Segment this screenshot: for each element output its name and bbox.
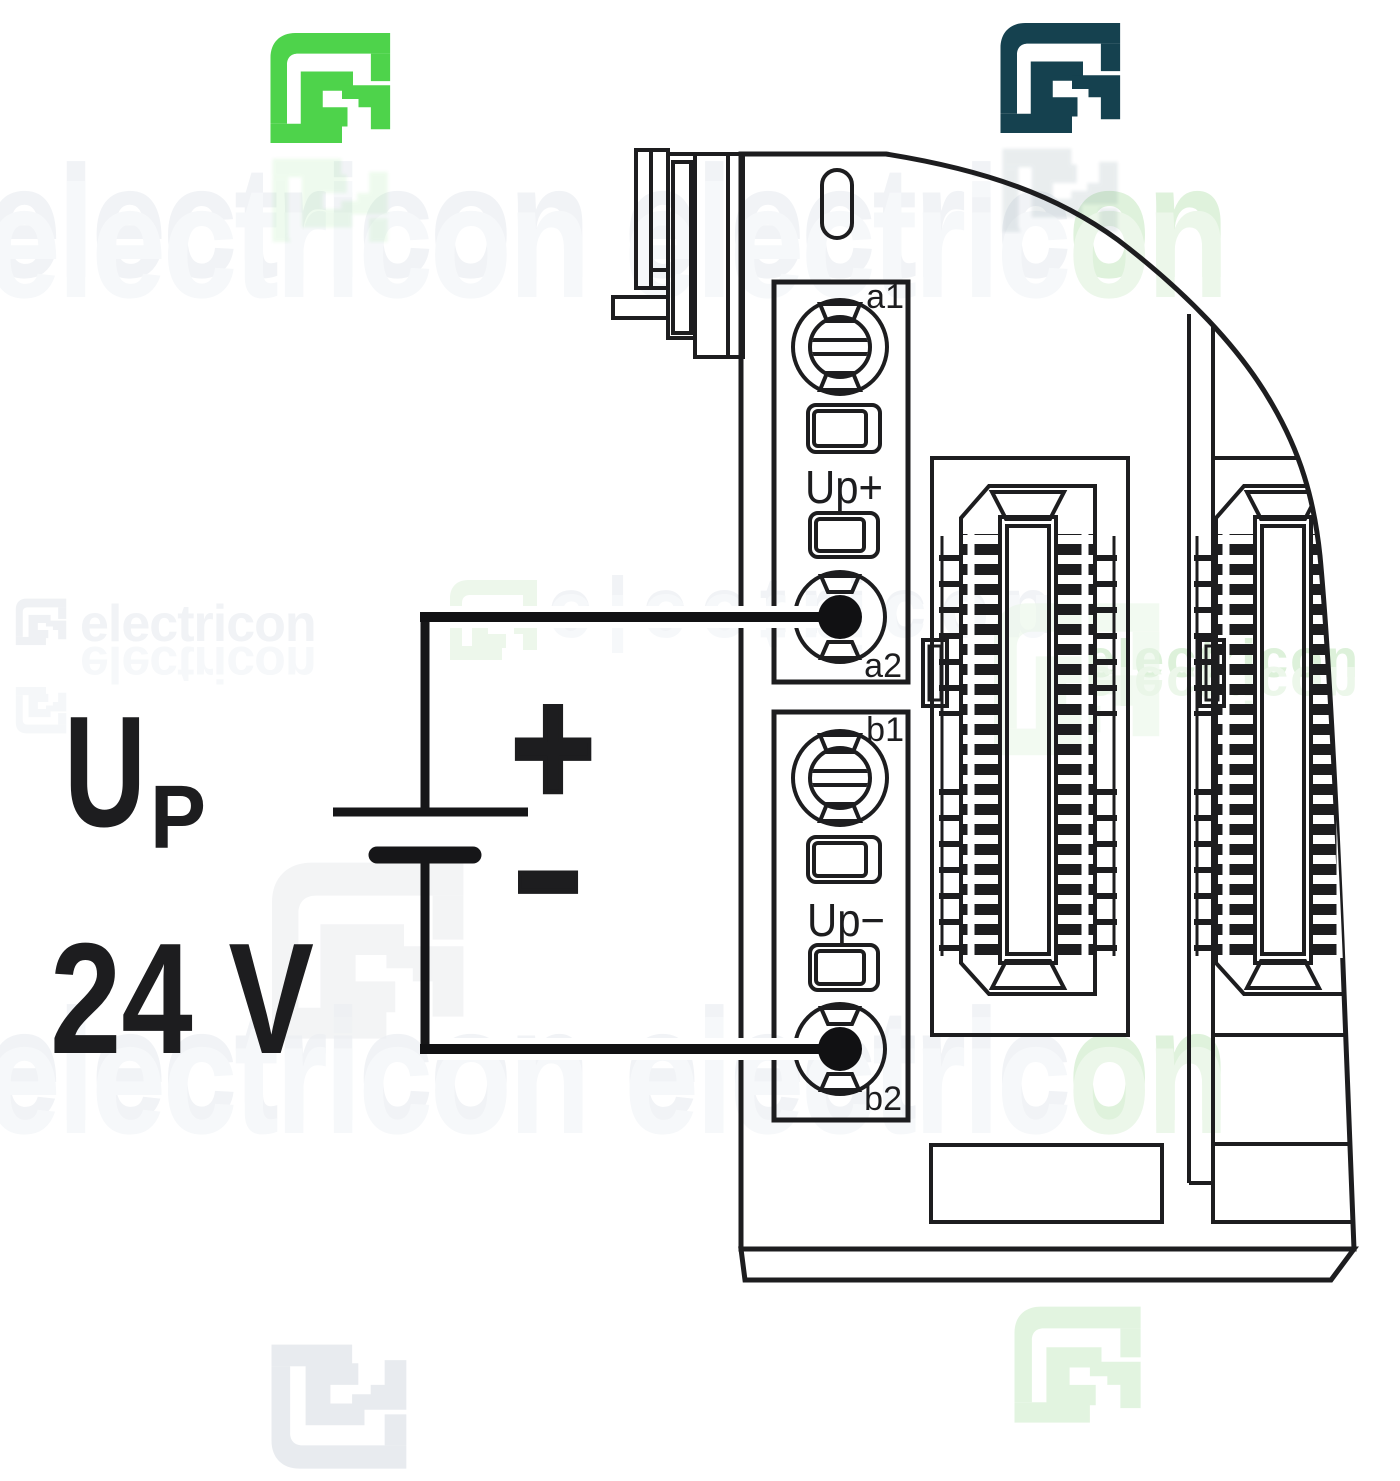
source-voltage-symbol: UP [64, 684, 206, 868]
label-a1: a1 [866, 278, 904, 316]
terminal-slot [808, 511, 880, 559]
terminal-slot [806, 403, 882, 454]
wire-end-b2 [818, 1027, 862, 1071]
terminal-slot [808, 943, 880, 992]
minus-sign: − [515, 786, 581, 974]
module-top-slot [820, 168, 854, 240]
plus-sign: + [511, 653, 595, 841]
din-rail-bracket [611, 148, 745, 359]
bottom-box-middle [929, 1143, 1164, 1224]
power-source-circuit: UP 24 V + − [50, 595, 862, 1087]
io-module-drawing: Up+ a1 a2 Up− [611, 148, 1372, 1283]
wire-up-minus [420, 1027, 862, 1071]
module-wiring-diagram: Up+ a1 a2 Up− [50, 148, 1372, 1283]
panel-tab-right [1198, 638, 1226, 708]
label-a2: a2 [864, 647, 902, 685]
wiring-diagram-page: { "page": { "background": "#ffffff" }, "… [0, 23, 1372, 1469]
label-b2: b2 [864, 1080, 902, 1118]
label-up-minus: Up− [807, 894, 885, 946]
connector-bay-right [1194, 456, 1372, 1224]
terminal-block-a: Up+ a1 a2 [771, 278, 911, 685]
terminal-slot [806, 835, 882, 884]
wire-up-plus [420, 595, 862, 639]
wire-end-a2 [818, 595, 862, 639]
voltage-value: 24 V [50, 911, 314, 1087]
board-connector-middle [939, 486, 1117, 994]
watermark-small-left: electricon [80, 595, 317, 653]
label-up-plus: Up+ [805, 461, 883, 513]
board-connector-right [1194, 486, 1372, 994]
panel-tab-right-inner [1204, 644, 1220, 702]
connector-bay-middle [921, 456, 1130, 1037]
module-base [738, 1246, 1359, 1283]
terminal-block-b: Up− b1 b2 [771, 709, 911, 1123]
battery-symbol [333, 612, 528, 1053]
label-b1: b1 [866, 711, 904, 749]
